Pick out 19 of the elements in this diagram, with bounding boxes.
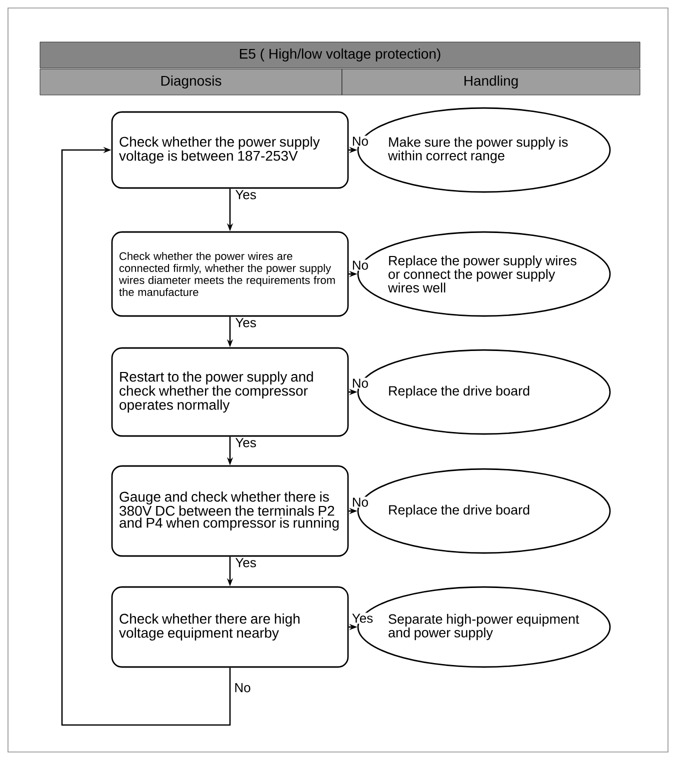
edge-label: No	[350, 496, 370, 508]
edge-label: Yes	[234, 317, 258, 328]
edge-label: Yes	[350, 612, 374, 624]
process-box: Restart to the power supply and check whether the compressor operates normally	[111, 347, 349, 437]
column-header: Handling	[342, 68, 640, 96]
edge-label: No	[233, 682, 252, 694]
header-bar: E5 ( High/low voltage protection)	[40, 42, 640, 68]
process-box: Check whether there are high voltage equipment nearby	[111, 586, 349, 668]
edge-label: Yes	[234, 557, 258, 568]
arrow	[61, 146, 231, 726]
edge-label: No	[350, 378, 370, 389]
process-box: Check whether the power supply voltage is between 187-253V	[111, 111, 349, 189]
edge-label: No	[350, 260, 370, 271]
column-header: Diagnosis	[40, 68, 342, 96]
edge-label: Yes	[234, 189, 258, 200]
edge-label: Yes	[234, 437, 258, 448]
edge-label: No	[350, 136, 370, 147]
process-box: Check whether the power wires are connected firmly, whether the power supply wires diameter meets the requirements from the manufacture	[111, 231, 349, 317]
process-box: Gauge and check whether there is 380V DC between the terminals P2 and P4 when compressor is running	[111, 465, 349, 557]
